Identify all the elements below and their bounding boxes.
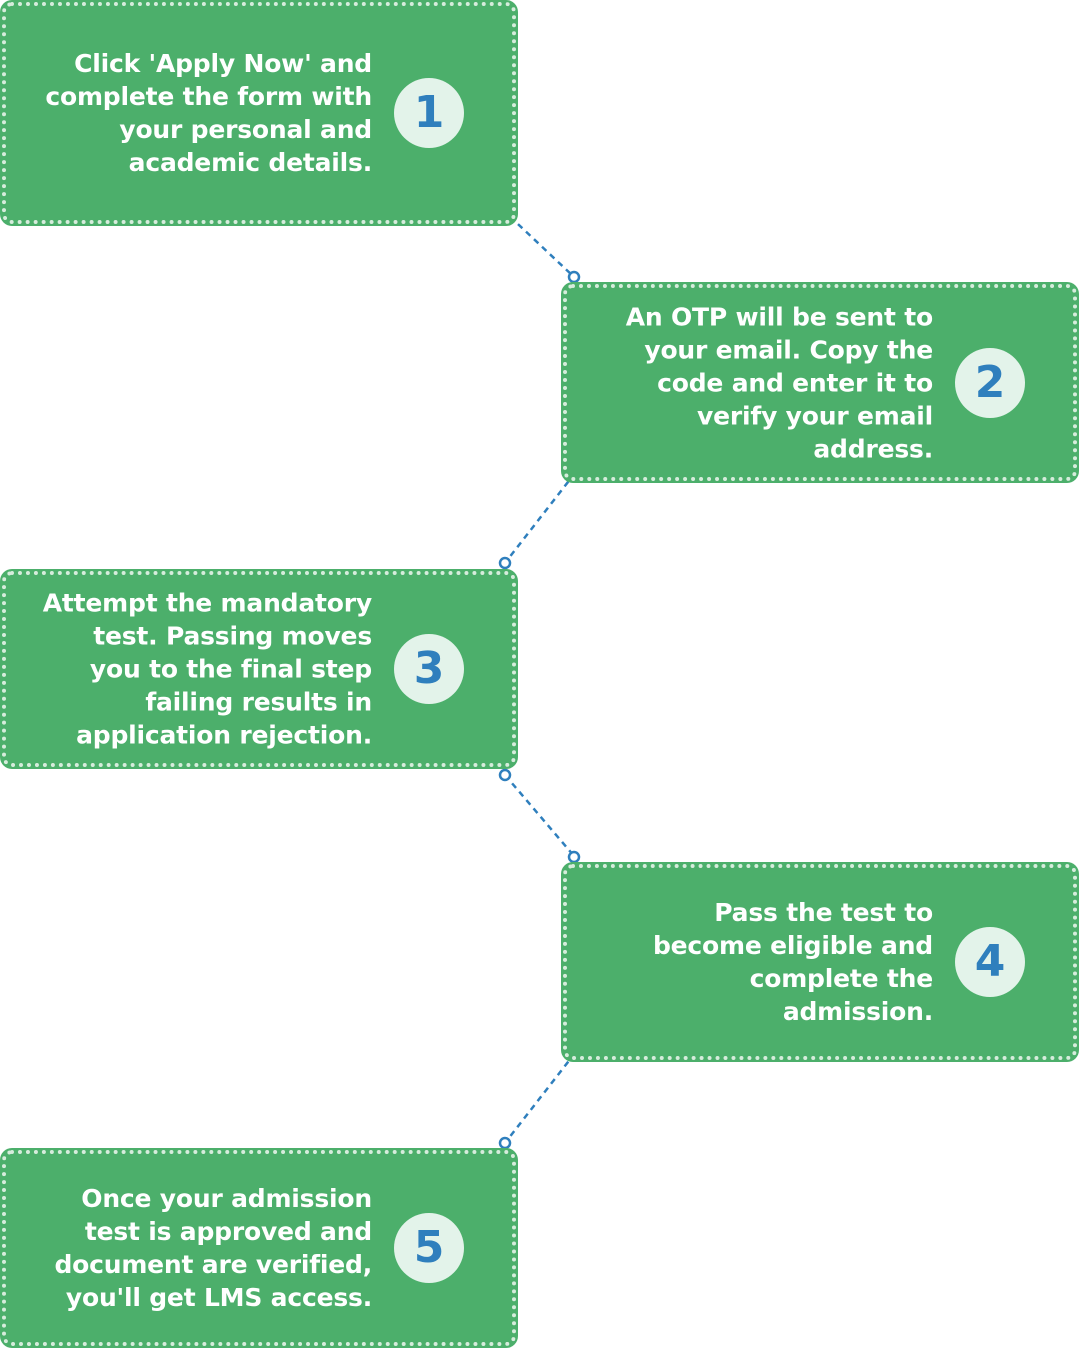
step-card-2: An OTP will be sent to your email. Copy … [563,284,1077,481]
step-description: Once your admission test is approved and… [54,1184,372,1312]
step-card-3: Attempt the mandatory test. Passing move… [2,571,516,767]
step-number-badge: 3 [394,634,464,704]
step-number-badge: 2 [955,347,1025,418]
step-number-badge: 1 [394,78,464,148]
step-number-badge: 4 [955,927,1025,997]
step-card-4: Pass the test to become eligible and com… [563,864,1077,1060]
step-description: Click 'Apply Now' and complete the form … [45,49,372,177]
step-card-5: Once your admission test is approved and… [2,1150,516,1346]
connector-dot [498,1136,512,1150]
step-number-badge: 5 [394,1213,464,1283]
step-description: Attempt the mandatory test. Passing move… [42,588,372,750]
connector-4-5 [504,1052,576,1144]
connector-3-4 [504,774,575,857]
connector-2-3 [504,472,576,564]
connector-dot [498,556,512,570]
connector-dot [567,850,581,864]
connector-dot [498,768,512,782]
connector-dot [567,270,581,284]
step-card-1: Click 'Apply Now' and complete the form … [2,2,516,224]
step-description: An OTP will be sent to your email. Copy … [625,302,933,463]
step-description: Pass the test to become eligible and com… [652,898,933,1026]
